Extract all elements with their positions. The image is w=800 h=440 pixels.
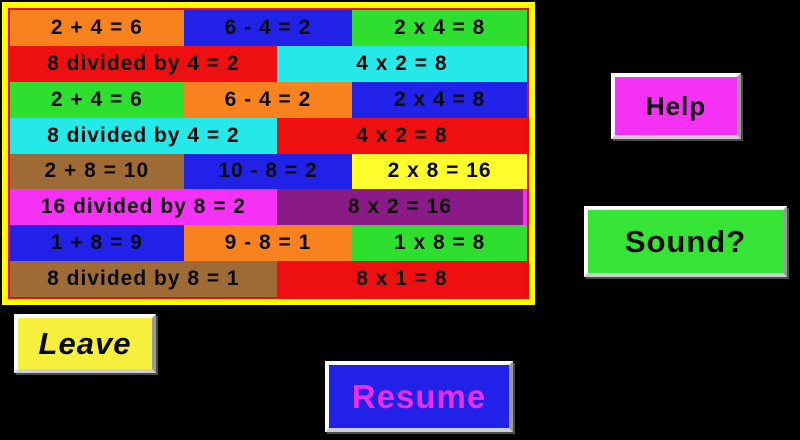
sound-button[interactable]: Sound? xyxy=(584,206,787,277)
equation-cell[interactable]: 10 - 8 = 2 xyxy=(183,153,353,190)
equation-cell[interactable]: 1 + 8 = 9 xyxy=(10,225,184,262)
equation-cell[interactable]: 8 divided by 8 = 1 xyxy=(10,261,277,297)
equation-cell[interactable]: 8 x 2 = 16 xyxy=(276,189,527,226)
equation-cell[interactable]: 2 x 4 = 8 xyxy=(352,10,527,46)
equation-cell[interactable]: 4 x 2 = 8 xyxy=(276,45,527,82)
equation-cell[interactable]: 16 divided by 8 = 2 xyxy=(10,189,277,226)
leave-button[interactable]: Leave xyxy=(14,314,156,373)
equation-cell[interactable]: 2 x 4 = 8 xyxy=(352,81,527,118)
help-button[interactable]: Help xyxy=(611,73,741,139)
equation-cell[interactable]: 2 x 8 = 16 xyxy=(352,153,527,190)
equation-cell[interactable]: 9 - 8 = 1 xyxy=(183,225,353,262)
equation-cell[interactable]: 6 - 4 = 2 xyxy=(183,81,353,118)
equation-cell[interactable]: 2 + 4 = 6 xyxy=(10,10,184,46)
equation-cell[interactable]: 4 x 2 = 8 xyxy=(276,117,527,154)
equation-cell[interactable]: 8 divided by 4 = 2 xyxy=(10,45,277,82)
equation-cell[interactable]: 6 - 4 = 2 xyxy=(183,10,353,46)
equation-cell[interactable]: 8 x 1 = 8 xyxy=(276,261,527,297)
equation-cell[interactable]: 2 + 8 = 10 xyxy=(10,153,184,190)
equation-cell[interactable]: 8 divided by 4 = 2 xyxy=(10,117,277,154)
equation-cell[interactable]: 1 x 8 = 8 xyxy=(352,225,527,262)
resume-button[interactable]: Resume xyxy=(325,361,513,432)
equation-cell[interactable]: 2 + 4 = 6 xyxy=(10,81,184,118)
